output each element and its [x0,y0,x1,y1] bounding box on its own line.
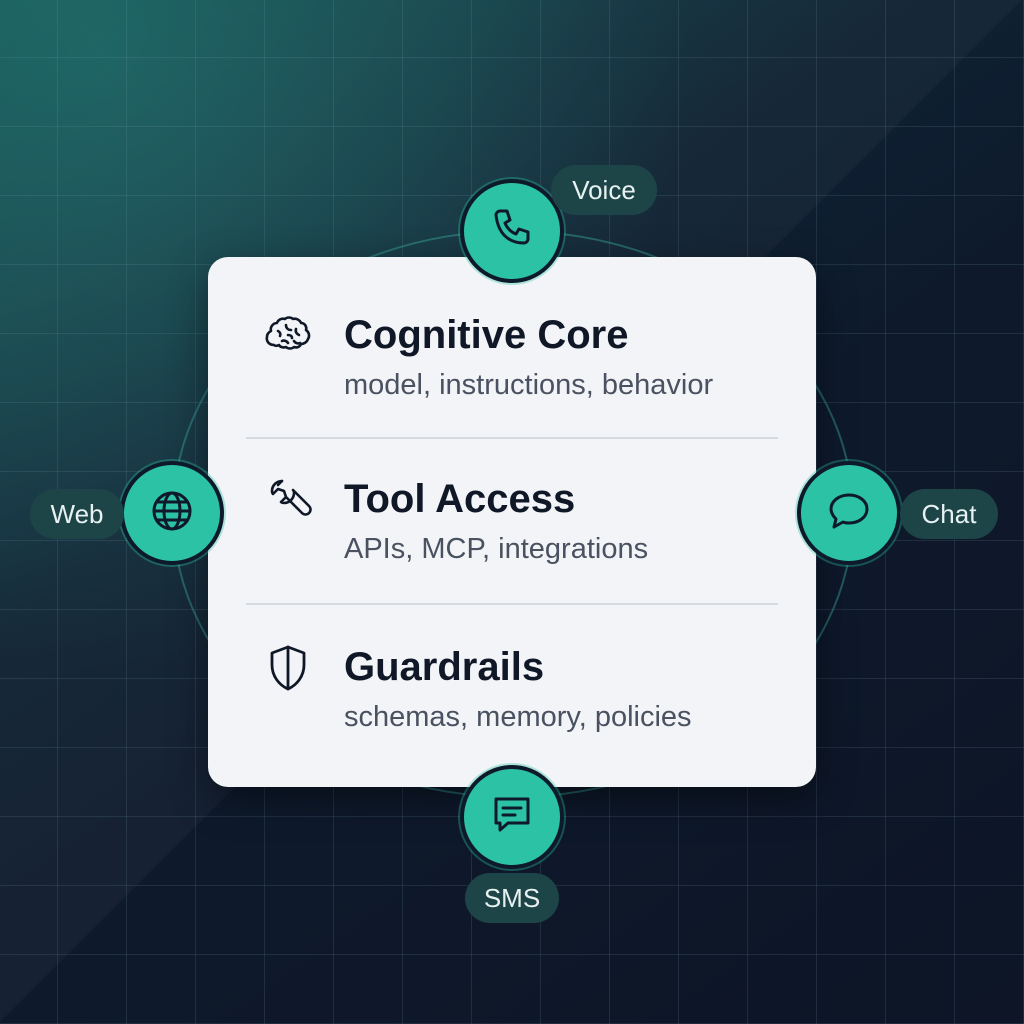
wrench-icon [260,473,316,529]
section-divider [246,437,778,439]
section-title: Guardrails [344,645,545,689]
section-divider [246,603,778,605]
section-tool-access: Tool Access APIs, MCP, integrations [208,423,816,587]
globe-icon [146,485,198,542]
section-title: Cognitive Core [344,313,629,357]
voice-label: Voice [551,165,657,215]
phone-icon [486,203,538,260]
shield-icon [260,641,316,697]
chat-node [797,461,901,565]
sms-node [460,765,564,869]
sms-label: SMS [465,873,559,923]
message-icon [486,789,538,846]
web-label: Web [30,489,124,539]
section-title: Tool Access [344,477,576,521]
web-node [120,461,224,565]
section-subtitle: model, instructions, behavior [344,369,714,401]
chat-label: Chat [900,489,998,539]
voice-node [460,179,564,283]
chat-bubble-icon [823,485,875,542]
agent-card: Cognitive Core model, instructions, beha… [208,257,816,787]
brain-icon [260,309,316,365]
section-cognitive-core: Cognitive Core model, instructions, beha… [208,257,816,421]
section-subtitle: schemas, memory, policies [344,701,692,733]
section-guardrails: Guardrails schemas, memory, policies [208,589,816,753]
section-subtitle: APIs, MCP, integrations [344,533,649,565]
